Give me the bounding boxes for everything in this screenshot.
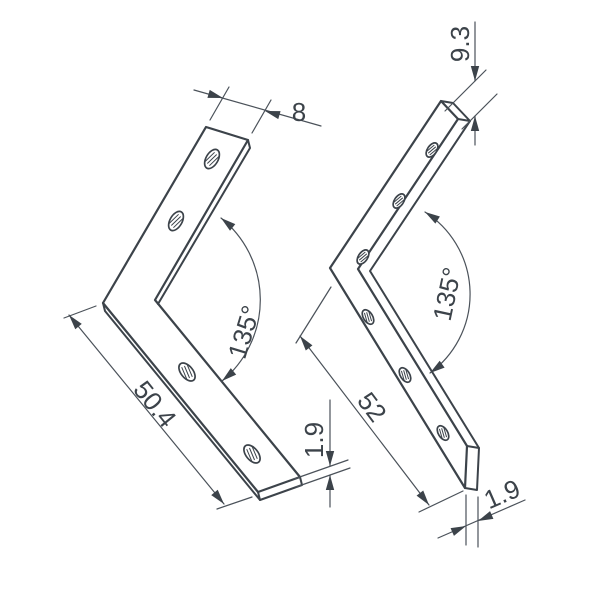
dimension-arrow <box>69 315 82 330</box>
thread-marks <box>168 213 184 229</box>
dim-label-length-52: 52 <box>351 386 392 427</box>
left-angle-dimension: 135° <box>220 217 266 382</box>
thread-marks <box>357 251 369 263</box>
dimension-arrow <box>425 212 440 224</box>
left-bracket-face <box>101 125 302 494</box>
dimension-arrows <box>69 66 494 536</box>
extension-line <box>216 496 253 510</box>
screw-hole <box>361 308 375 326</box>
thread-marks <box>204 151 220 167</box>
dim-label-angle-135: 135° <box>222 302 266 362</box>
angle-arc <box>220 217 261 382</box>
angle-arc <box>424 211 471 374</box>
screw-hole <box>425 142 439 158</box>
extension-line <box>251 99 272 134</box>
dim-label-thickness-1-9: 1.9 <box>479 473 524 515</box>
screw-hole <box>167 210 185 232</box>
left-bracket-thickness-inner-edge <box>157 139 251 305</box>
dimension-arrow <box>325 451 335 466</box>
dimension-line <box>299 335 430 506</box>
dim-label-angle-135: 135° <box>427 265 468 324</box>
right-thickness-dimension: 1.9 <box>437 473 526 548</box>
dimension-arrow <box>430 360 445 373</box>
screw-hole <box>178 362 196 382</box>
dimension-arrow <box>265 111 281 120</box>
dimension-arrow <box>450 526 466 536</box>
dimension-arrow <box>221 218 236 231</box>
screw-hole <box>243 444 261 464</box>
thread-marks <box>246 446 258 462</box>
dimension-arrow <box>211 489 224 504</box>
right-bracket-top-end-face <box>440 100 471 122</box>
right-bracket-bottom-end-face <box>464 445 480 491</box>
extension-line <box>209 86 230 121</box>
dim-label-thickness-1-9: 1.9 <box>299 422 329 458</box>
thread-marks <box>400 369 410 381</box>
screw-hole <box>392 193 406 209</box>
extension-line <box>444 69 487 112</box>
extension-line <box>295 467 351 488</box>
screw-hole <box>436 424 450 442</box>
screw-hole <box>356 249 370 265</box>
extension-line <box>418 490 464 513</box>
left-bracket-holes <box>167 148 261 464</box>
dim-label-width-8: 8 <box>292 97 306 127</box>
dimension-arrow <box>478 511 494 521</box>
extension-line <box>295 286 332 344</box>
thread-marks <box>393 195 405 207</box>
dim-label-end-width-9-3: 9.3 <box>445 26 475 62</box>
thread-marks <box>426 144 438 156</box>
extension-line <box>461 93 498 130</box>
screw-hole <box>203 148 221 170</box>
left-thickness-dimension: 1.9 <box>293 399 351 508</box>
right-bracket <box>328 99 480 491</box>
dimension-arrow <box>325 475 335 490</box>
dimension-arrow <box>470 66 480 81</box>
dimension-arrow <box>222 368 237 381</box>
dimension-line <box>68 314 225 505</box>
thread-marks <box>181 364 193 380</box>
thread-marks <box>363 311 373 323</box>
screw-hole <box>398 366 412 384</box>
left-bracket-thickness-outer-edge <box>102 302 261 501</box>
dimension-arrow <box>300 336 313 351</box>
dimension-arrow <box>207 89 223 98</box>
dimension-arrow <box>470 116 480 131</box>
extension-line <box>63 305 97 319</box>
dimension-arrow <box>416 490 429 505</box>
right-bracket-holes <box>356 142 450 442</box>
thread-marks <box>438 427 448 439</box>
right-bracket-thickness-inner-edge <box>369 120 480 449</box>
left-bracket <box>101 125 303 501</box>
right-angle-dimension: 135° <box>424 211 471 374</box>
extension-line <box>293 459 349 480</box>
